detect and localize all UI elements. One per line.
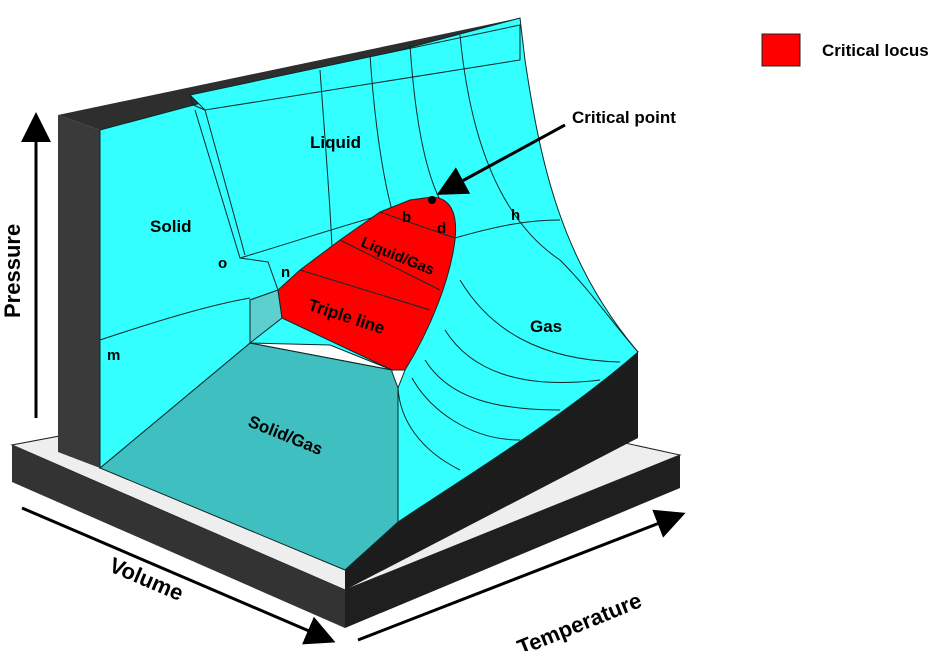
label-point-h: h	[511, 207, 520, 224]
legend-label-critical-locus: Critical locus	[822, 41, 929, 60]
axis-label-pressure: Pressure	[0, 224, 25, 318]
liquid-gas-divider-2	[379, 211, 456, 239]
volume-axis-arrow	[21, 506, 336, 645]
label-liquid: Liquid	[310, 133, 361, 152]
axis-label-temperature: Temperature	[514, 588, 645, 651]
label-gas: Gas	[530, 317, 562, 336]
critical-point-dot	[428, 196, 436, 204]
label-point-b: b	[402, 209, 411, 226]
right-wall	[345, 352, 638, 590]
liquid-gas-divider-1	[339, 239, 441, 291]
base-right-side	[345, 455, 680, 628]
legend: Critical locus	[761, 33, 929, 67]
label-point-m: m	[107, 347, 120, 364]
triple-line-edge	[299, 269, 431, 311]
temperature-axis-arrow	[357, 509, 686, 642]
label-point-o: o	[218, 255, 227, 272]
base-left-side	[12, 445, 345, 628]
solid-inner-edge	[204, 109, 246, 256]
ledge-step	[189, 94, 206, 111]
left-wall-front	[58, 115, 100, 468]
label-point-d: d	[437, 220, 446, 237]
label-critical-point: Critical point	[572, 108, 676, 127]
label-point-n: n	[281, 264, 290, 281]
legend-swatch-critical-locus	[761, 33, 801, 67]
label-solid: Solid	[150, 217, 192, 236]
critical-point-arrow	[436, 123, 566, 195]
isotherm-lines	[319, 34, 639, 471]
